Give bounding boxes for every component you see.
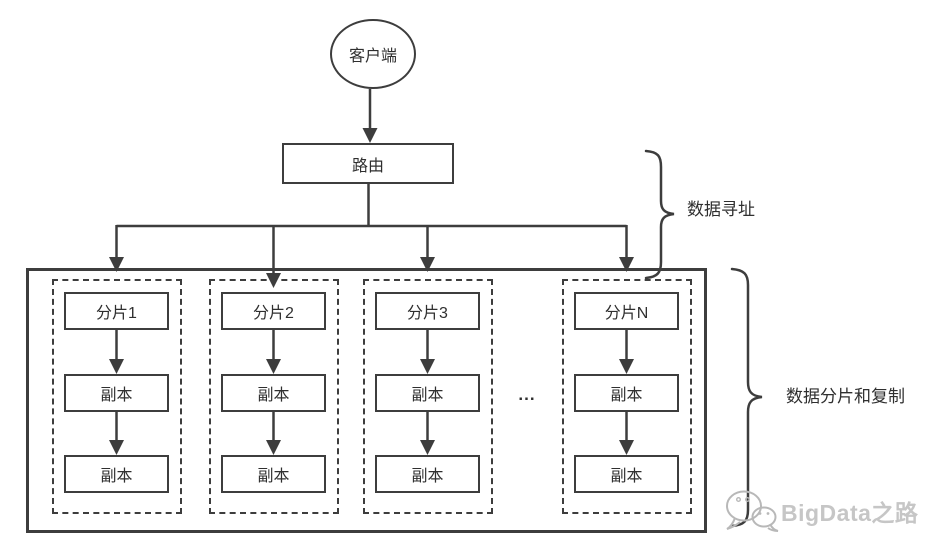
shard2-label: 分片2	[253, 305, 294, 322]
addressing-brace	[644, 149, 675, 280]
shard-group-n	[562, 279, 692, 514]
shard-group-3	[363, 279, 493, 514]
shardN-node: 分片N	[574, 292, 679, 330]
shardN-label: 分片N	[604, 305, 649, 322]
shardN-replica2-node: 副本	[574, 455, 679, 493]
replica-label: 副本	[100, 468, 133, 485]
router-fanout-lines	[109, 184, 634, 288]
wechat-icon	[726, 490, 779, 532]
replica-label: 副本	[100, 387, 133, 404]
ellipsis-more-shards: ...	[518, 385, 536, 404]
shard2-replica1-node: 副本	[221, 374, 326, 412]
shardN-replica1-node: 副本	[574, 374, 679, 412]
annotation-data-addressing: 数据寻址	[687, 200, 755, 219]
annotation-data-sharding-replication: 数据分片和复制	[786, 387, 905, 406]
shard3-replica1-node: 副本	[375, 374, 480, 412]
shard2-replica2-node: 副本	[221, 455, 326, 493]
replica-label: 副本	[610, 387, 643, 404]
shard1-node: 分片1	[64, 292, 169, 330]
shard2-replica-arrows	[266, 330, 281, 455]
replica-label: 副本	[257, 387, 290, 404]
client-label: 客户端	[348, 48, 397, 65]
shard3-replica-arrows	[420, 330, 435, 455]
shard1-replica2-node: 副本	[64, 455, 169, 493]
shard-group-1	[52, 279, 182, 514]
client-to-router-arrow	[362, 89, 378, 143]
shardN-replica-arrows	[619, 330, 634, 455]
router-node: 路由	[282, 143, 454, 184]
cluster-box	[26, 268, 707, 533]
shard2-node: 分片2	[221, 292, 326, 330]
watermark-text: BigData之路	[781, 500, 919, 526]
replica-label: 副本	[257, 468, 290, 485]
client-node: 客户端	[330, 19, 416, 89]
shard1-label: 分片1	[96, 305, 137, 322]
replica-label: 副本	[411, 387, 444, 404]
replica-label: 副本	[610, 468, 643, 485]
shard3-label: 分片3	[407, 305, 448, 322]
sharding-brace	[730, 267, 763, 528]
shard1-replica-arrows	[109, 330, 124, 455]
shard3-replica2-node: 副本	[375, 455, 480, 493]
shard3-node: 分片3	[375, 292, 480, 330]
router-label: 路由	[351, 157, 384, 175]
shard-group-2	[209, 279, 339, 514]
replica-label: 副本	[411, 468, 444, 485]
shard1-replica1-node: 副本	[64, 374, 169, 412]
